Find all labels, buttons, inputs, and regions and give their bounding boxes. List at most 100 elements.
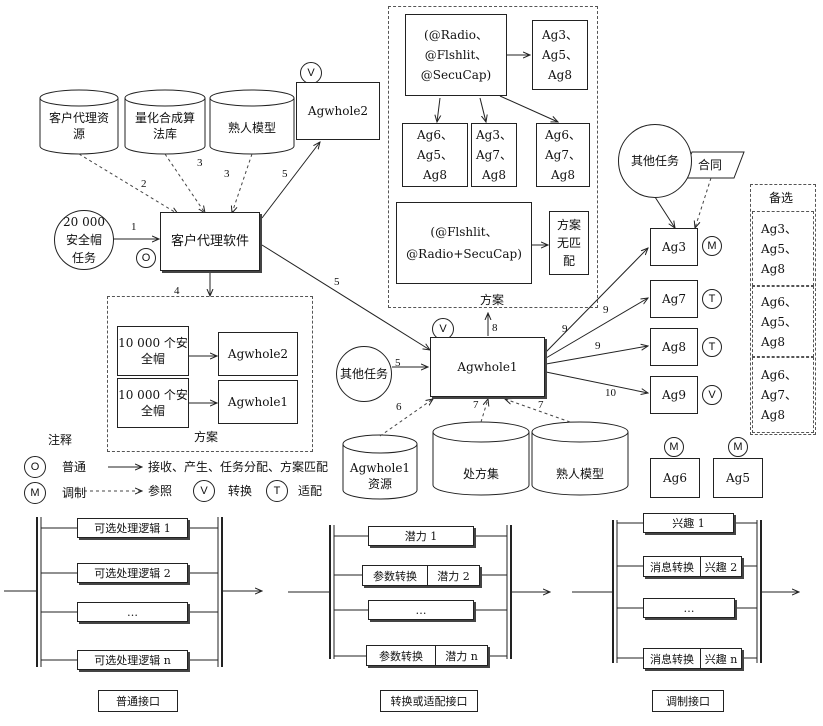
combo-bottom-box: (@Flshlit、@Radio+SecuCap)	[396, 202, 532, 284]
edge-label-4: 4	[174, 285, 180, 297]
agwhole1-box: Agwhole1	[430, 337, 545, 397]
other-tasks-left-circle: 其他任务	[336, 346, 392, 402]
edge-5a	[261, 142, 320, 219]
left-plan-group	[107, 296, 313, 452]
modulation-interface-frame	[572, 520, 799, 663]
ag6-box: Ag6	[650, 458, 700, 498]
task-circle-20000-helmets: 20 000 安全帽任务	[54, 210, 114, 270]
edge-9c	[545, 346, 648, 365]
edge-7a	[480, 399, 488, 423]
edge-label-7b: 7	[538, 399, 544, 411]
conversion-badge-v-top: V	[300, 62, 322, 84]
edge-branch2	[479, 97, 486, 122]
conversion-potential-2: 潜力 2	[437, 569, 470, 583]
legend-t-text: 适配	[298, 484, 323, 498]
edge-branch3	[499, 95, 558, 122]
other-tasks-right-circle: 其他任务	[618, 124, 692, 198]
cylinder-quant-algo	[124, 89, 206, 155]
ordinary-logic-ellipsis: …	[77, 602, 188, 622]
conversion-ellipsis: …	[368, 600, 474, 620]
familiar-model-bottom-label: 熟人模型	[555, 467, 604, 481]
familiar-model-top-label: 熟人模型	[227, 121, 276, 135]
cylinder-scheme-set	[432, 421, 530, 496]
conversion-row-2: 参数转换 潜力 2	[362, 565, 480, 586]
modulation-row-2: 消息转换 兴趣 2	[643, 556, 742, 577]
agwhole2-box: Agwhole2	[296, 82, 380, 140]
edge-label-1: 1	[131, 221, 137, 233]
cylinder-familiar-model-bottom	[531, 421, 629, 496]
adapt-badge-ag8: T	[702, 337, 722, 357]
alternative-set-2: Ag6、Ag5、Ag8	[752, 286, 814, 357]
branch2-box: Ag3、Ag7、Ag8	[471, 123, 517, 187]
modulation-interest-n: 兴趣 n	[704, 652, 738, 666]
scheme-set-label: 处方集	[462, 467, 499, 481]
conversion-interface-frame	[288, 525, 550, 659]
edge-3b	[232, 153, 253, 213]
alternative-set-3: Ag6、Ag7、Ag8	[752, 357, 814, 433]
alternatives-group	[750, 184, 816, 435]
modulation-badge-ag3: M	[702, 236, 722, 256]
top-plan-caption: 方案	[480, 293, 505, 307]
adapt-badge-ag7: T	[702, 289, 722, 309]
legend-solid-text: 接收、产生、任务分配、方案匹配	[148, 460, 329, 474]
ordinary-interface-frame	[4, 517, 262, 667]
ag9-box: Ag9	[650, 376, 698, 414]
ordinary-logic-n: 可选处理逻辑 n	[77, 650, 188, 670]
left-plan-caption: 方案	[194, 430, 219, 444]
cylinder-agent-resources	[39, 89, 119, 155]
edge-label-5a: 5	[282, 168, 288, 180]
edge-5b	[261, 244, 430, 350]
conversion-row-n: 参数转换 潜力 n	[366, 645, 488, 666]
edge-other-tasks	[654, 196, 675, 228]
agwhole1-resources-label: Agwhole1资源	[349, 461, 411, 491]
top-plan-group	[388, 6, 598, 308]
conversion-potential-n: 潜力 n	[445, 649, 478, 663]
edge-contract	[695, 177, 712, 228]
edge-label-7a: 7	[473, 399, 479, 411]
conversion-param-2: 参数转换	[363, 566, 428, 585]
agent-resources-label: 客户代理资源	[48, 111, 109, 141]
edge-label-8: 8	[492, 322, 498, 334]
modulation-msg-2: 消息转换	[644, 557, 701, 576]
edge-label-3b: 3	[224, 168, 230, 180]
edge-2	[78, 153, 178, 214]
combo-top-box: (@Radio、@Flshlit、@SecuCap)	[405, 14, 507, 96]
legend-o-symbol: O	[24, 456, 46, 478]
edge-9b	[545, 298, 648, 359]
ordinary-logic-2: 可选处理逻辑 2	[77, 563, 188, 583]
legend-v-symbol: V	[193, 480, 215, 502]
plan-row2-label: 10 000 个安全帽	[117, 378, 189, 428]
ordinary-interface-caption: 普通接口	[98, 690, 178, 712]
quant-algo-label: 量化合成算法库	[134, 111, 195, 141]
agent-software-box: 客户代理软件	[160, 212, 260, 271]
legend-dashed-text: 参照	[148, 484, 173, 498]
conversion-potential-1: 潜力 1	[368, 526, 474, 546]
edge-label-3a: 3	[197, 157, 203, 169]
edge-6	[379, 399, 433, 437]
conversion-interface-caption: 转换或适配接口	[380, 690, 478, 712]
edge-label-6: 6	[396, 401, 402, 413]
ordinary-logic-1: 可选处理逻辑 1	[77, 518, 188, 538]
ag7-box: Ag7	[650, 280, 698, 318]
legend-m-text: 调制	[62, 486, 87, 500]
edge-label-5b: 5	[334, 276, 340, 288]
plan-row1-target: Agwhole2	[218, 332, 298, 376]
modulation-row-n: 消息转换 兴趣 n	[643, 648, 742, 669]
plan-row2-target: Agwhole1	[218, 380, 298, 424]
modulation-msg-n: 消息转换	[644, 649, 701, 668]
edge-10	[545, 371, 648, 393]
edge-label-10: 10	[605, 387, 616, 399]
cylinder-agwhole1-resources	[342, 434, 418, 500]
modulation-interface-caption: 调制接口	[652, 690, 724, 712]
no-match-box: 方案无匹配	[549, 211, 589, 275]
plan-row1-label: 10 000 个安全帽	[117, 326, 189, 376]
branch1-box: Ag6、Ag5、Ag8	[402, 123, 468, 187]
modulation-interest-1: 兴趣 1	[643, 513, 734, 533]
edge-label-5c: 5	[395, 357, 401, 369]
legend-o-text: 普通	[62, 460, 87, 474]
contract-label: 合同	[698, 158, 723, 172]
legend-title: 注释	[48, 433, 73, 447]
conversion-param-n: 参数转换	[367, 646, 436, 665]
